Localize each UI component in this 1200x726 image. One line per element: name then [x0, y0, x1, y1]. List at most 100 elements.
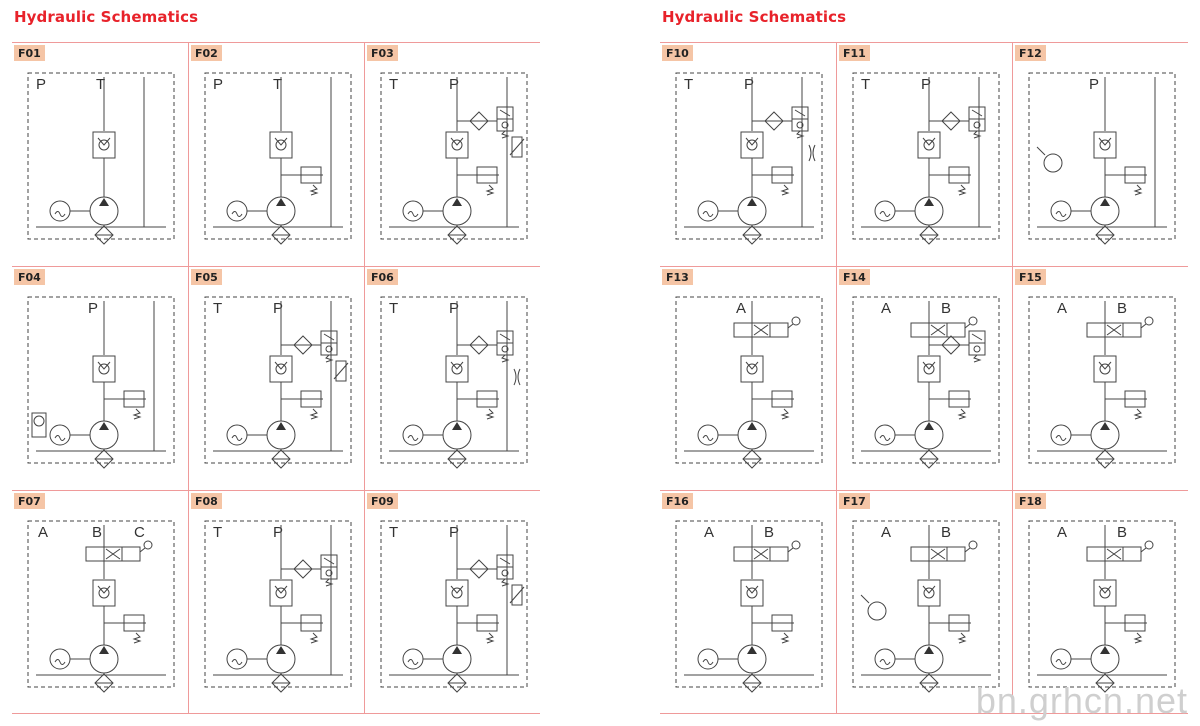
schematic-code-badge: F05 — [191, 269, 222, 285]
reservoir-outline — [852, 296, 1000, 464]
port-label: A — [1057, 524, 1067, 541]
port-label: B — [92, 524, 102, 541]
relief-valve-icon — [948, 614, 970, 644]
port-label: B — [941, 300, 951, 317]
relief-valve-icon — [771, 166, 793, 196]
schematic-diagram: P — [27, 296, 175, 469]
pump-motor-icon — [49, 420, 119, 450]
reservoir-outline — [27, 72, 175, 240]
relief-valve-icon — [948, 390, 970, 420]
pump-motor-icon — [402, 644, 472, 674]
port-label: T — [389, 300, 398, 317]
port-label: P — [88, 300, 98, 317]
reservoir-outline — [1028, 520, 1176, 688]
filter-icon — [271, 673, 291, 693]
schematic-code-badge: F03 — [367, 45, 398, 61]
reservoir-outline — [380, 520, 528, 688]
pump-motor-icon — [697, 644, 767, 674]
relief-valve-icon — [476, 614, 498, 644]
relief-valve-icon — [771, 614, 793, 644]
port-label: P — [449, 524, 459, 541]
filter-icon — [447, 449, 467, 469]
reservoir-outline — [852, 72, 1000, 240]
port-label: T — [213, 300, 222, 317]
relief-valve-icon — [300, 614, 322, 644]
port-label: P — [1089, 76, 1099, 93]
pump-motor-icon — [1050, 644, 1120, 674]
pump-motor-icon — [697, 420, 767, 450]
port-label: C — [134, 524, 145, 541]
port-label: A — [736, 300, 746, 317]
reservoir-outline — [675, 296, 823, 464]
schematic-code-badge: F08 — [191, 493, 222, 509]
schematic-code-badge: F02 — [191, 45, 222, 61]
port-label: B — [941, 524, 951, 541]
orifice-icon — [513, 368, 521, 386]
filter-icon — [293, 335, 313, 355]
flow-control-icon — [509, 584, 525, 606]
schematic-code-badge: F17 — [839, 493, 870, 509]
filter-icon — [742, 449, 762, 469]
relief-valve-icon — [123, 614, 145, 644]
filter-icon — [742, 673, 762, 693]
solenoid-valve-icon — [496, 554, 514, 587]
port-label: P — [449, 300, 459, 317]
pump-motor-icon — [1050, 196, 1120, 226]
port-label: A — [1057, 300, 1067, 317]
schematic-code-badge: F12 — [1015, 45, 1046, 61]
pump-motor-icon — [402, 420, 472, 450]
page-title-left: Hydraulic Schematics — [14, 8, 199, 26]
reservoir-outline — [204, 296, 352, 464]
filter-icon — [94, 673, 114, 693]
reservoir-outline — [1028, 296, 1176, 464]
orifice-icon — [808, 144, 816, 162]
flow-control-icon — [333, 360, 349, 382]
filter-icon — [271, 449, 291, 469]
filter-icon — [94, 449, 114, 469]
relief-valve-icon — [948, 166, 970, 196]
check-valve-icon — [1093, 131, 1117, 159]
filter-icon — [941, 335, 961, 355]
check-valve-icon — [740, 579, 764, 607]
check-valve-icon — [269, 579, 293, 607]
port-label: A — [704, 524, 714, 541]
filter-icon — [469, 559, 489, 579]
filter-icon — [941, 111, 961, 131]
pump-motor-icon — [226, 196, 296, 226]
relief-valve-icon — [1124, 166, 1146, 196]
directional-valve-icon — [1086, 316, 1154, 338]
solenoid-valve-icon — [496, 330, 514, 363]
filter-icon — [764, 111, 784, 131]
reservoir-outline — [27, 520, 175, 688]
filter-icon — [1095, 449, 1115, 469]
solenoid-valve-icon — [320, 554, 338, 587]
solenoid-valve-icon — [496, 106, 514, 139]
filter-icon — [919, 449, 939, 469]
relief-valve-icon — [771, 390, 793, 420]
pump-motor-icon — [226, 420, 296, 450]
schematic-code-badge: F09 — [367, 493, 398, 509]
schematic-code-badge: F14 — [839, 269, 870, 285]
relief-valve-icon — [1124, 614, 1146, 644]
port-label: P — [36, 76, 46, 93]
